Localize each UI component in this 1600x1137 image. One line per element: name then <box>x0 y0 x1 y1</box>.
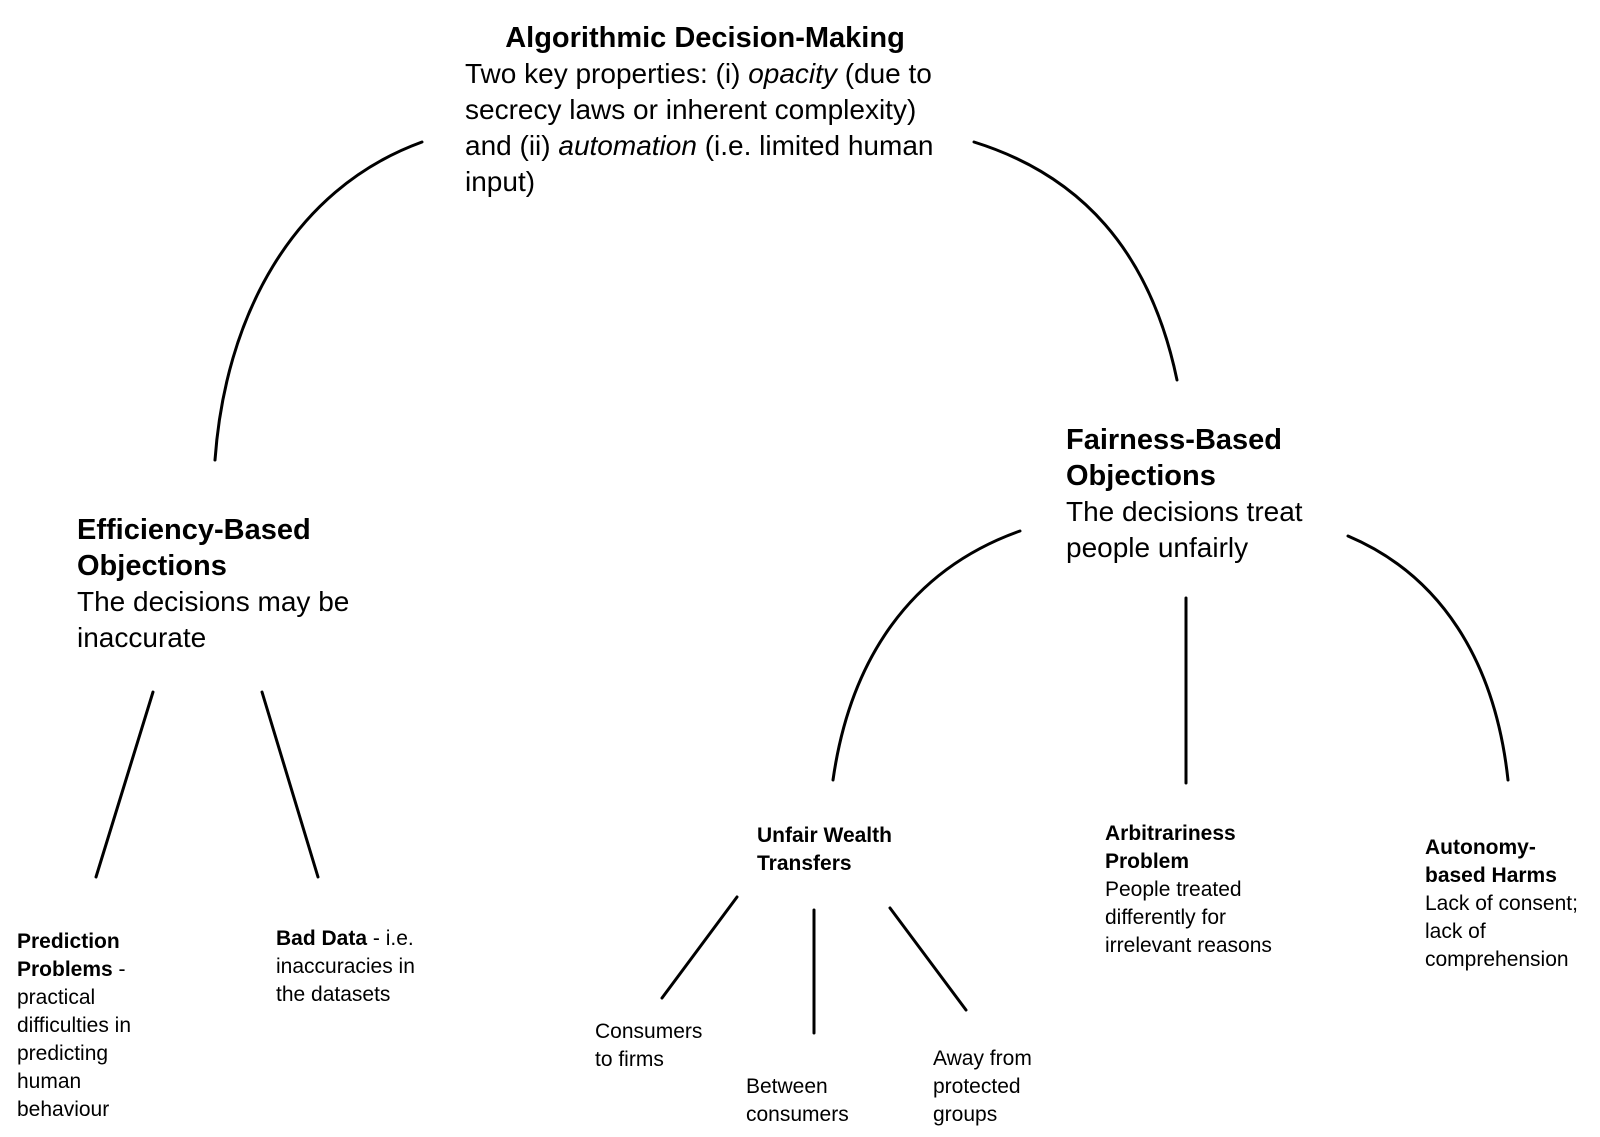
wealth-title: Unfair Wealth Transfers <box>757 824 892 875</box>
edge-wealth-protected-groups <box>888 906 968 1012</box>
wealth-node: Unfair Wealth Transfers <box>757 822 927 878</box>
edge-efficiency-baddata <box>260 690 320 879</box>
root-node: Algorithmic Decision-Making Two key prop… <box>465 20 945 200</box>
leaf-consumers-to-firms: Consumers to firms <box>595 1020 703 1071</box>
efficiency-node: Efficiency-Based Objections The decision… <box>77 512 377 656</box>
efficiency-description: The decisions may be inaccurate <box>77 586 350 653</box>
bad-data-description: - i.e. inaccuracies in the datasets <box>276 927 415 1006</box>
bad-data-title: Bad Data <box>276 927 368 950</box>
edge-root-efficiency <box>213 140 424 462</box>
bad-data-node: Bad Data - i.e. inaccuracies in the data… <box>276 925 446 1009</box>
edge-wealth-consumers-firms <box>660 895 739 1000</box>
arbitrariness-node: Arbitrariness Problem People treated dif… <box>1105 820 1275 960</box>
root-description: Two key properties: (i) opacity (due to … <box>465 58 934 197</box>
prediction-title: Prediction Problems <box>17 930 120 981</box>
fairness-description: The decisions treat people unfairly <box>1066 496 1303 563</box>
leaf-between-consumers: Between consumers <box>746 1075 849 1126</box>
root-title: Algorithmic Decision-Making <box>505 22 905 54</box>
arbitrariness-description: People treated differently for irrelevan… <box>1105 878 1272 957</box>
edge-fairness-autonomy <box>1346 534 1510 782</box>
prediction-description: - practical difficulties in predicting h… <box>17 958 132 1121</box>
prediction-node: Prediction Problems - practical difficul… <box>17 928 157 1124</box>
edge-efficiency-prediction <box>94 690 155 879</box>
autonomy-description: Lack of consent; lack of comprehension <box>1425 892 1578 971</box>
autonomy-node: Autonomy-based Harms Lack of consent; la… <box>1425 834 1595 974</box>
arbitrariness-title: Arbitrariness Problem <box>1105 822 1236 873</box>
efficiency-title: Efficiency-Based Objections <box>77 514 311 582</box>
autonomy-title: Autonomy-based Harms <box>1425 836 1557 887</box>
fairness-node: Fairness-Based Objections The decisions … <box>1066 422 1346 566</box>
edge-fairness-wealth <box>831 529 1022 782</box>
edge-root-fairness <box>972 140 1179 382</box>
fairness-title: Fairness-Based Objections <box>1066 424 1282 492</box>
leaf-away-from-protected-groups: Away from protected groups <box>933 1047 1032 1126</box>
